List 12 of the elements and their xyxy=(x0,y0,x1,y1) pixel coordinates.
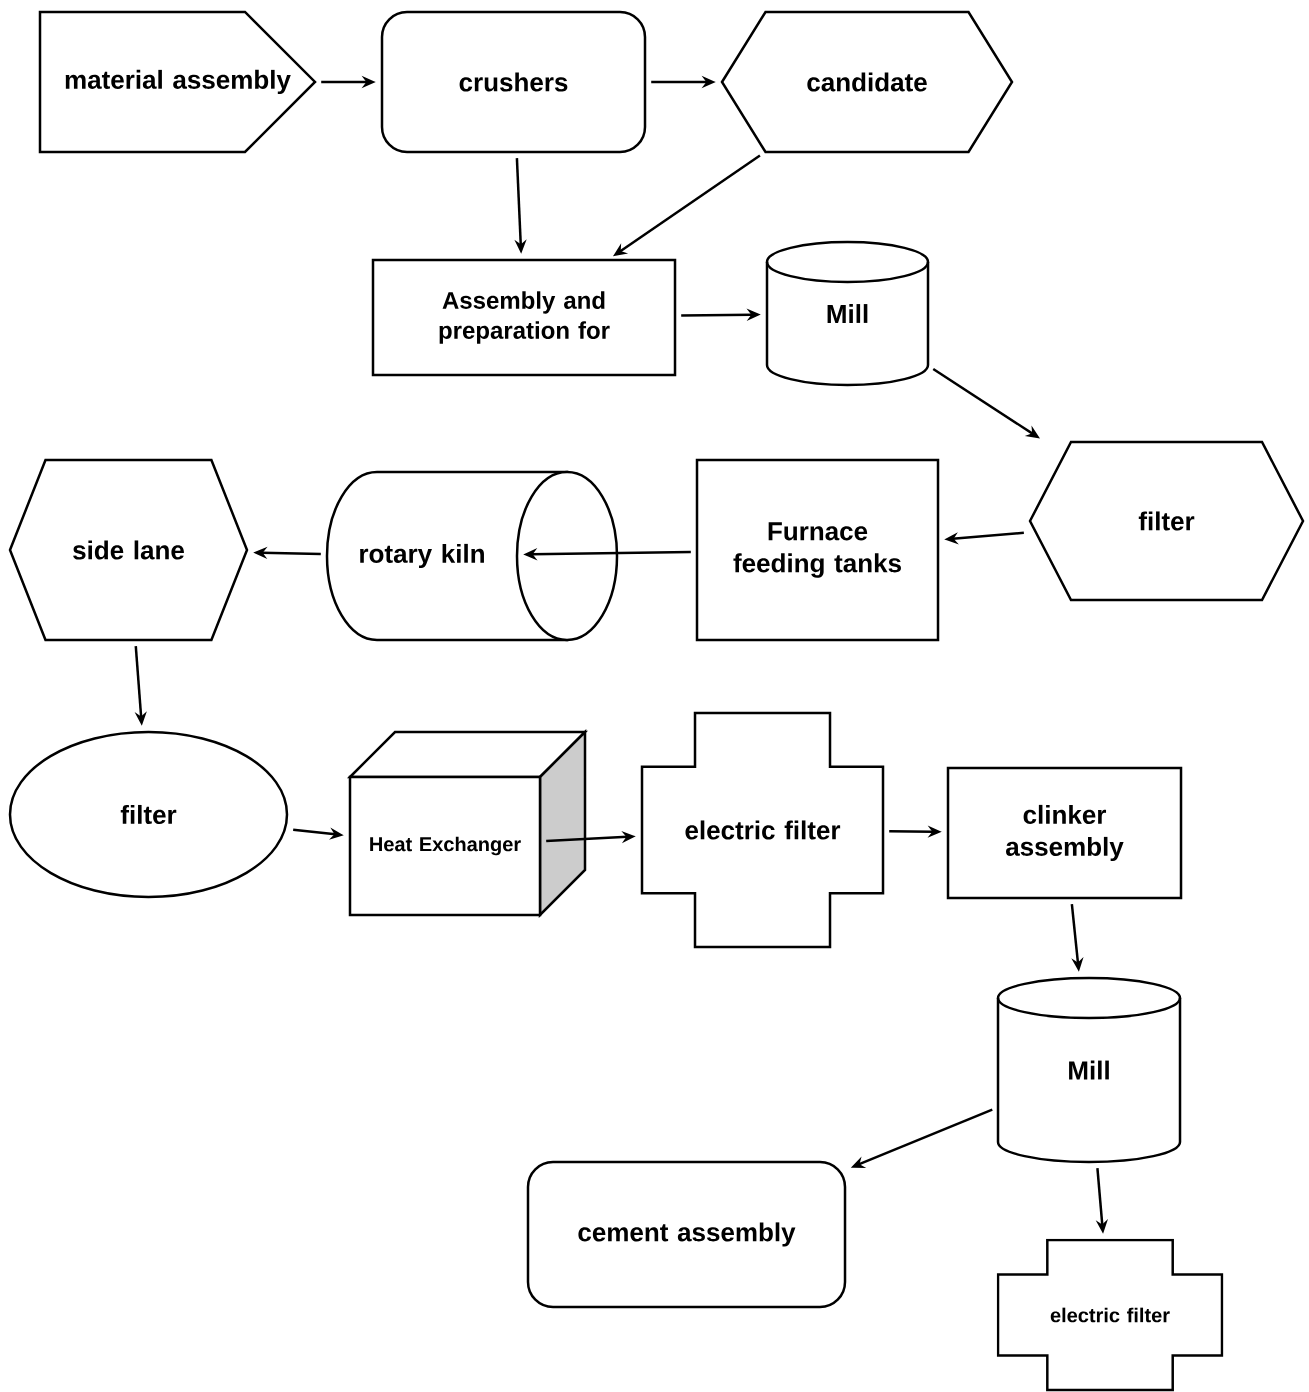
process-box: Assembly and preparation for xyxy=(371,258,677,377)
process-box: Furnace feeding tanks xyxy=(695,458,940,642)
hexagon-box: candidate xyxy=(720,10,1014,154)
kiln-cylinder: rotary kiln xyxy=(325,470,619,642)
cross-box: electric filter xyxy=(640,711,885,949)
cross-box: electric filter xyxy=(996,1238,1224,1392)
process-box: clinker assembly xyxy=(946,766,1183,900)
rounded-box: crushers xyxy=(380,10,647,154)
hexagon-box: filter xyxy=(1028,440,1305,602)
hexagon-box: side lane xyxy=(8,458,249,642)
rounded-box: cement assembly xyxy=(526,1160,847,1309)
pentagon-box: material assembly xyxy=(38,10,317,154)
